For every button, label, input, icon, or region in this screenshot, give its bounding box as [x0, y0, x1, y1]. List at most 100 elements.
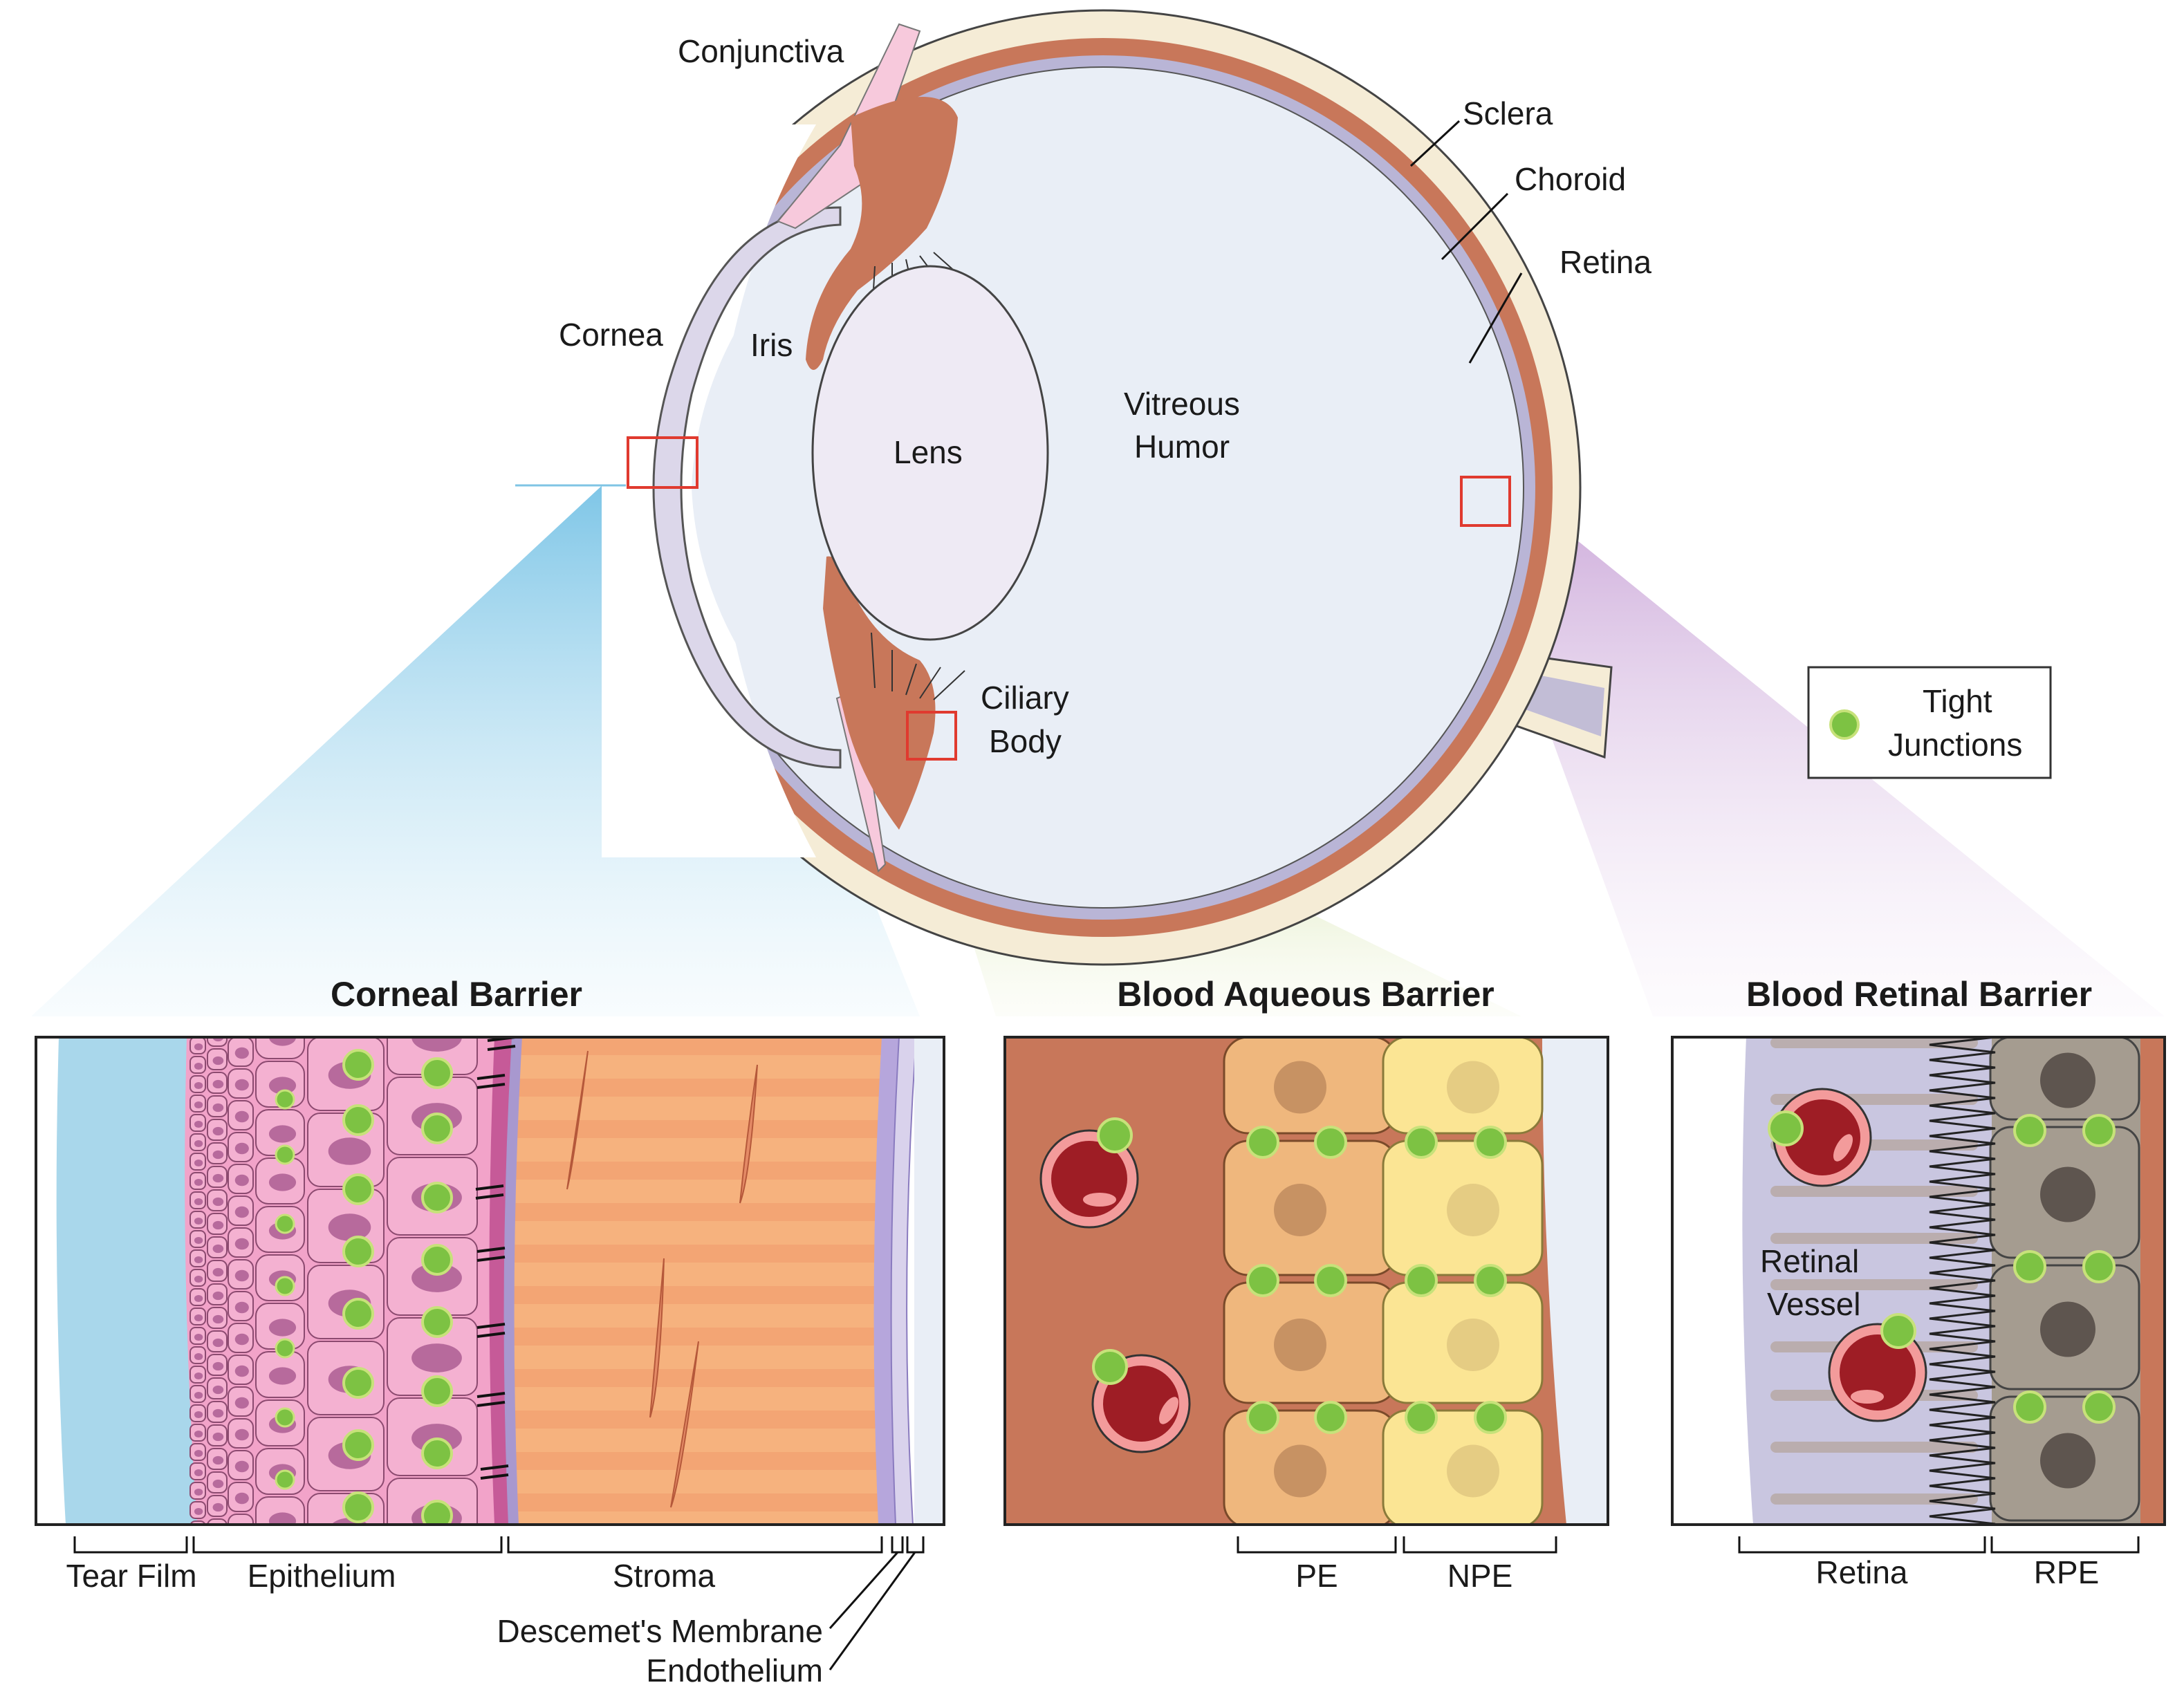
label-vitreous-line1: Vitreous [1124, 386, 1240, 422]
cell-nucleus [194, 1411, 203, 1419]
tight-junction [275, 1338, 295, 1359]
iris-upper [806, 97, 958, 370]
eye-cross-section [602, 9, 1613, 966]
tight-junction [1405, 1264, 1438, 1297]
cell-nucleus [194, 1469, 203, 1477]
cornea [652, 206, 842, 769]
tight-junction [421, 1306, 453, 1338]
tight-junction [276, 1533, 294, 1551]
label-lens: Lens [894, 434, 963, 470]
cell-nucleus [1447, 1184, 1499, 1236]
cell-nucleus [234, 1238, 249, 1250]
cell-nucleus [212, 1408, 224, 1418]
label-iris: Iris [750, 327, 793, 363]
tear-film [56, 1037, 201, 1525]
retinal-highlight-box [1460, 476, 1511, 527]
legend-line1: Tight [1923, 683, 1992, 719]
tight-junction [421, 1375, 453, 1407]
tight-junction [2013, 1250, 2046, 1283]
label-cornea: Cornea [559, 317, 663, 353]
cell-nucleus [212, 1103, 224, 1113]
tight-junction [275, 1469, 295, 1490]
tight-junction [275, 1276, 295, 1296]
cell-nucleus [234, 1047, 249, 1059]
cell-nucleus [194, 1314, 203, 1322]
tight-junction [2082, 1114, 2116, 1147]
keratocytes [566, 1050, 758, 1508]
cell-nucleus [212, 1079, 224, 1089]
cell-nucleus [1274, 1319, 1326, 1371]
cell-nucleus [411, 1037, 462, 1052]
cell-nucleus [194, 1236, 203, 1245]
cell-nucleus [2040, 1301, 2095, 1357]
layer-stroma: Stroma [613, 1558, 716, 1594]
cell-nucleus [194, 1294, 203, 1303]
ciliary-epithelium-cells [1223, 1037, 1544, 1525]
layer-descemets-membrane: Descemet's Membrane [497, 1613, 824, 1649]
legend: Tight Junctions [1807, 666, 2052, 779]
tight-junction [275, 1213, 295, 1234]
tight-junction [342, 1173, 374, 1205]
cell-nucleus [194, 1198, 203, 1206]
tight-junction [275, 1089, 295, 1110]
layer-epithelium: Epithelium [248, 1558, 396, 1594]
conjunctiva [777, 23, 921, 230]
label-retinal-vessel-line1: Retinal [1760, 1243, 1859, 1279]
cell-nucleus [234, 1492, 249, 1505]
cell-nucleus [268, 1077, 297, 1095]
tight-junction [342, 1298, 374, 1330]
cell-nucleus [194, 1275, 203, 1283]
corneal-highlight-box [627, 436, 698, 489]
cell-nucleus [268, 1319, 297, 1337]
red-blood-cell [1039, 1117, 1139, 1229]
tight-junction [1314, 1126, 1347, 1159]
tight-junction [1474, 1126, 1507, 1159]
cell-nucleus [194, 1333, 203, 1341]
tight-junction [342, 1491, 374, 1523]
cell-nucleus [194, 1062, 203, 1070]
cell-nucleus [194, 1159, 203, 1167]
tight-junction [1474, 1401, 1507, 1434]
cell-nucleus [194, 1449, 203, 1458]
layer-tear-film: Tear Film [66, 1558, 196, 1594]
label-retina: Retina [1560, 244, 1651, 280]
cell-nucleus [212, 1126, 224, 1136]
tight-junction [275, 1407, 295, 1428]
cell-nucleus [234, 1365, 249, 1377]
cell-nucleus [2040, 1052, 2095, 1108]
label-sclera: Sclera [1463, 95, 1553, 131]
cell-nucleus [212, 1267, 224, 1277]
corneal-barrier-panel [35, 1036, 945, 1551]
cell-nucleus [411, 1343, 462, 1372]
cell-nucleus [411, 1263, 462, 1292]
cell-nucleus [212, 1455, 224, 1465]
eye-leader-lines [515, 120, 1523, 487]
iris-lower [823, 556, 936, 830]
tight-junction [421, 1057, 453, 1089]
epithelial-cells [189, 1037, 478, 1551]
cell-nucleus [1274, 1444, 1326, 1498]
label-ciliary-line1: Ciliary [981, 680, 1069, 716]
tight-junction [1474, 1264, 1507, 1297]
tight-junction [2082, 1250, 2116, 1283]
cell-nucleus [194, 1352, 203, 1361]
label-vitreous-line2: Humor [1134, 429, 1230, 465]
tight-junction [1246, 1126, 1279, 1159]
cell-nucleus [1274, 1184, 1326, 1236]
cell-nucleus [194, 1217, 203, 1225]
cell-nucleus [234, 1301, 249, 1314]
aqueous-barrier-title: Blood Aqueous Barrier [1117, 975, 1494, 1014]
tight-junction [421, 1182, 453, 1213]
cell-nucleus [212, 1361, 224, 1371]
cell-nucleus [212, 1291, 224, 1301]
cell-nucleus [212, 1150, 224, 1160]
cell-nucleus [194, 1139, 203, 1148]
cell-nucleus [194, 1081, 203, 1090]
epithelial-cell [228, 1514, 254, 1525]
cell-nucleus [234, 1429, 249, 1441]
layer-endothelium: Endothelium [646, 1653, 823, 1688]
cell-nucleus [2040, 1433, 2095, 1489]
tight-junction [421, 1437, 453, 1469]
cell-nucleus [212, 1244, 224, 1254]
